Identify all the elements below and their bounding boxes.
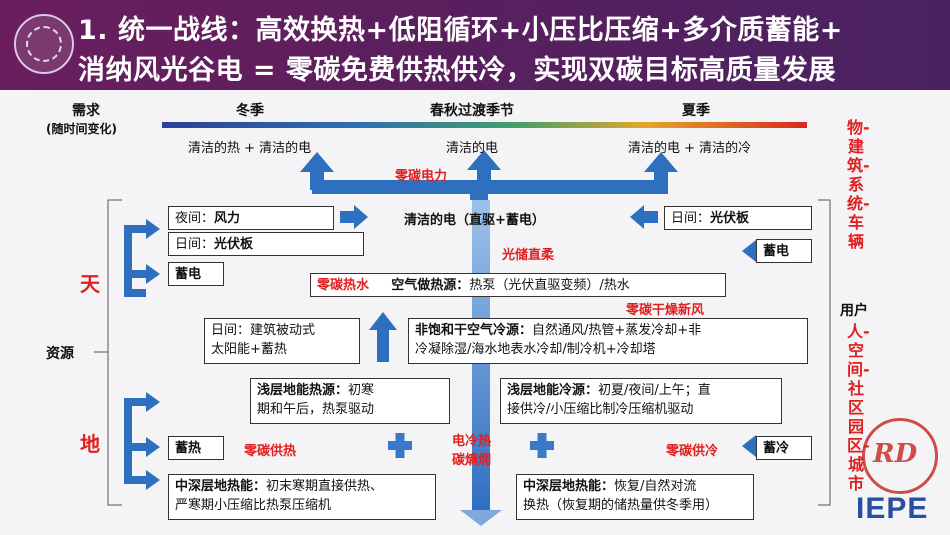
zero-heat-label: 零碳供热 xyxy=(244,440,296,459)
shallow-cool-label: 浅层地能冷源： xyxy=(507,383,598,398)
season-winter: 冬季 xyxy=(236,100,264,120)
day-prefix-right: 日间： xyxy=(671,211,710,226)
unsat-line-1: 自然通风/热管+蒸发冷却+非 xyxy=(532,323,701,338)
deep-heat-line-2: 严寒期小压缩比热泵压缩机 xyxy=(175,496,429,515)
deep-cool-line-1: 恢复/自然对流 xyxy=(614,479,696,494)
rd-logo-icon: RD xyxy=(862,418,938,494)
night-prefix: 夜间： xyxy=(175,211,214,226)
users-label: 用户 xyxy=(840,300,868,320)
deep-heat-box: 中深层地热能：初末寒期直接供热、 严寒期小压缩比热泵压缩机 xyxy=(168,474,436,520)
center-ground-line-2: 碳熵㶲 xyxy=(452,449,491,468)
deep-heat-line-1: 初末寒期直接供热、 xyxy=(266,479,383,494)
passive-line-1: 日间：建筑被动式 xyxy=(211,321,353,340)
unsaturated-air-box: 非饱和干空气冷源：自然通风/热管+蒸发冷却+非 冷凝除湿/海水地表水冷却/制冷机… xyxy=(408,318,808,364)
zero-water-label: 零碳热水 xyxy=(317,278,369,293)
shallow-cool-box: 浅层地能冷源：初夏/夜间/上午；直 接供冷/小压缩比制冷压缩机驱动 xyxy=(500,378,782,424)
pv-dc-label: 光储直柔 xyxy=(502,244,554,263)
iepe-brand: IEPE xyxy=(856,492,928,526)
season-gradient-bar xyxy=(162,122,807,128)
zero-carbon-power-arrows xyxy=(300,150,678,200)
pv-right-arrow xyxy=(630,205,658,229)
cold-storage-box: 蓄冷 xyxy=(756,436,812,460)
summer-need: 清洁的电 + 清洁的冷 xyxy=(628,137,751,156)
ground-label: 地 xyxy=(80,428,100,457)
air-source-box: 零碳热水 空气做热源：热泵（光伏直驱变频）/热水 xyxy=(310,273,726,297)
ground-arrows xyxy=(124,392,160,490)
shallow-heat-label: 浅层地能热源： xyxy=(257,383,348,398)
center-ground-line-1: 电冷热 xyxy=(452,430,491,449)
demand-sublabel: (随时间变化) xyxy=(46,120,117,137)
air-source-text: 热泵（光伏直驱变频）/热水 xyxy=(469,278,629,293)
resource-bracket xyxy=(94,200,122,505)
demand-label: 需求 xyxy=(72,100,100,120)
right-storage-box: 蓄电 xyxy=(756,239,812,263)
wind-label: 风力 xyxy=(214,211,240,226)
shallow-heat-box: 浅层地能热源：初寒 期和午后，热泵驱动 xyxy=(250,378,450,424)
shallow-heat-line-2: 期和午后，热泵驱动 xyxy=(257,400,443,419)
left-storage-box: 蓄电 xyxy=(168,262,224,286)
deep-cool-box: 中深层地热能：恢复/自然对流 换热（恢复期的储热量供冬季用） xyxy=(516,474,754,520)
pv-right-label: 光伏板 xyxy=(710,211,749,226)
day-pv-right-box: 日间：光伏板 xyxy=(664,206,812,230)
center-power-label: 清洁的电（直驱+蓄电） xyxy=(404,209,545,228)
sky-label: 天 xyxy=(80,268,100,297)
day-pv-box: 日间：光伏板 xyxy=(168,232,364,256)
unsat-label: 非饱和干空气冷源： xyxy=(415,323,532,338)
shallow-cool-line-2: 接供冷/小压缩比制冷压缩机驱动 xyxy=(507,400,775,419)
users-people-label: 人-空间-社区园区-城市 xyxy=(847,322,865,493)
heat-storage-box: 蓄热 xyxy=(168,436,224,460)
zero-carbon-power-label: 零碳电力 xyxy=(395,165,447,184)
season-transition: 春秋过渡季节 xyxy=(430,100,514,120)
user-bracket xyxy=(818,200,830,505)
shallow-cool-line-1: 初夏/夜间/上午；直 xyxy=(598,383,711,398)
unsat-line-2: 冷凝除湿/海水地表水冷却/制冷机+冷却塔 xyxy=(415,340,801,359)
passive-solar-box: 日间：建筑被动式 太阳能+蓄热 xyxy=(204,318,360,364)
rd-mark: RD xyxy=(873,439,917,469)
deep-cool-label: 中深层地热能： xyxy=(523,479,614,494)
season-summer: 夏季 xyxy=(682,100,710,120)
transition-need: 清洁的电 xyxy=(446,137,498,156)
deep-cool-line-2: 换热（恢复期的储热量供冬季用） xyxy=(523,496,747,515)
pv-label: 光伏板 xyxy=(214,237,253,252)
users-things-label: 物-建筑-系统-车辆 xyxy=(847,118,865,251)
deep-heat-label: 中深层地热能： xyxy=(175,479,266,494)
passive-line-2: 太阳能+蓄热 xyxy=(211,340,353,359)
night-wind-box: 夜间：风力 xyxy=(168,206,334,230)
day-prefix: 日间： xyxy=(175,237,214,252)
wind-arrow xyxy=(340,205,368,229)
air-source-label: 空气做热源： xyxy=(391,278,469,293)
zero-dry-wind-label: 零碳干燥新风 xyxy=(626,299,704,318)
sky-arrows xyxy=(124,219,160,297)
zero-cool-label: 零碳供冷 xyxy=(666,440,718,459)
shallow-heat-line-1: 初寒 xyxy=(348,383,374,398)
passive-up-arrow xyxy=(369,312,397,330)
resources-label: 资源 xyxy=(46,343,74,363)
winter-need: 清洁的热 + 清洁的电 xyxy=(188,137,311,156)
